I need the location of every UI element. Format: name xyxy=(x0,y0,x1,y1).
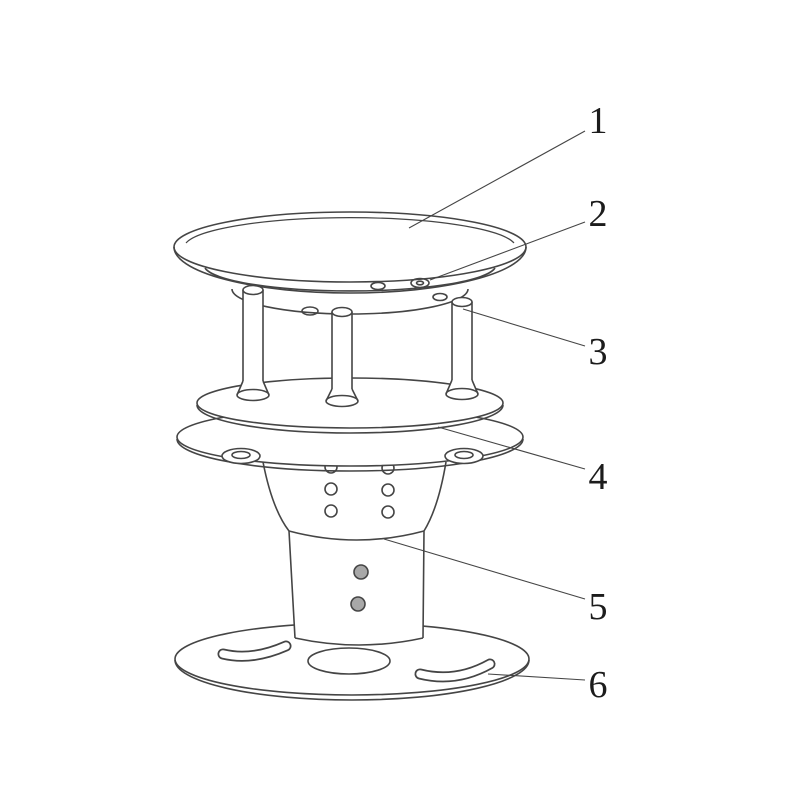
flange-slot-right-clear xyxy=(416,660,494,681)
sensor-body xyxy=(262,460,447,646)
body-right-edge xyxy=(422,461,447,639)
cap-outline xyxy=(173,211,527,283)
leader-line-6 xyxy=(487,673,586,681)
leader-line-2 xyxy=(429,221,586,281)
cap-screw xyxy=(410,277,430,289)
callout-label-1: 1 xyxy=(588,100,608,142)
leader-line-4 xyxy=(437,426,586,470)
post-fill xyxy=(326,312,358,402)
cap-plate-hole xyxy=(432,292,448,302)
cap-plate-hole xyxy=(301,306,319,316)
upper-plate-rim-edge xyxy=(196,404,504,434)
leader-line-3 xyxy=(462,308,586,347)
callout-label-4: 4 xyxy=(588,456,608,498)
mounting-flange xyxy=(174,622,530,701)
leader-line-1 xyxy=(408,130,586,229)
plate-bolt-boss-left xyxy=(221,447,261,465)
cap-plate-hole xyxy=(370,281,386,291)
body-waist-seam xyxy=(288,530,425,541)
cap-inner-arc xyxy=(204,267,496,292)
body-vent-hole xyxy=(381,483,395,497)
body-screw-hole xyxy=(350,596,366,612)
post-flare xyxy=(325,388,359,402)
body-silhouette-fill xyxy=(263,462,446,645)
flange-center-hole xyxy=(307,647,391,675)
body-left-edge xyxy=(262,461,296,639)
post-foot xyxy=(236,388,270,402)
post-fill xyxy=(237,290,269,396)
body-vent-hole xyxy=(381,505,395,519)
plate-bolt-boss-right xyxy=(444,447,484,465)
leader-line-5 xyxy=(383,538,586,600)
cap-screw-slot xyxy=(415,280,425,286)
post-flare xyxy=(236,380,270,396)
plate-bolt-hole-left xyxy=(231,450,251,460)
body-bottom-edge xyxy=(294,637,424,646)
lower-plate-rim-edge xyxy=(176,438,524,472)
post-foot xyxy=(445,387,479,401)
post-foot xyxy=(325,394,359,408)
transducer-posts xyxy=(236,284,479,408)
callout-label-3: 3 xyxy=(588,331,608,373)
post-top xyxy=(331,306,353,318)
callout-label-2: 2 xyxy=(588,193,608,235)
callout-label-5: 5 xyxy=(588,586,608,628)
top-cap xyxy=(173,211,527,316)
post-fill xyxy=(446,302,478,394)
body-screw-hole xyxy=(353,564,369,580)
callout-label-6: 6 xyxy=(588,664,608,706)
plate-bolt-hole-right xyxy=(454,450,474,460)
post-top xyxy=(242,284,264,296)
body-vent-hole xyxy=(324,504,338,518)
body-vent-hole xyxy=(324,482,338,496)
cap-rim-edge xyxy=(173,246,527,294)
post-top xyxy=(451,296,473,308)
flange-slot-left-clear xyxy=(219,642,290,660)
leader-lines xyxy=(383,130,586,681)
post-flare xyxy=(445,379,479,395)
flange-rim-edge xyxy=(174,659,530,701)
cap-dome-arc xyxy=(185,217,515,244)
